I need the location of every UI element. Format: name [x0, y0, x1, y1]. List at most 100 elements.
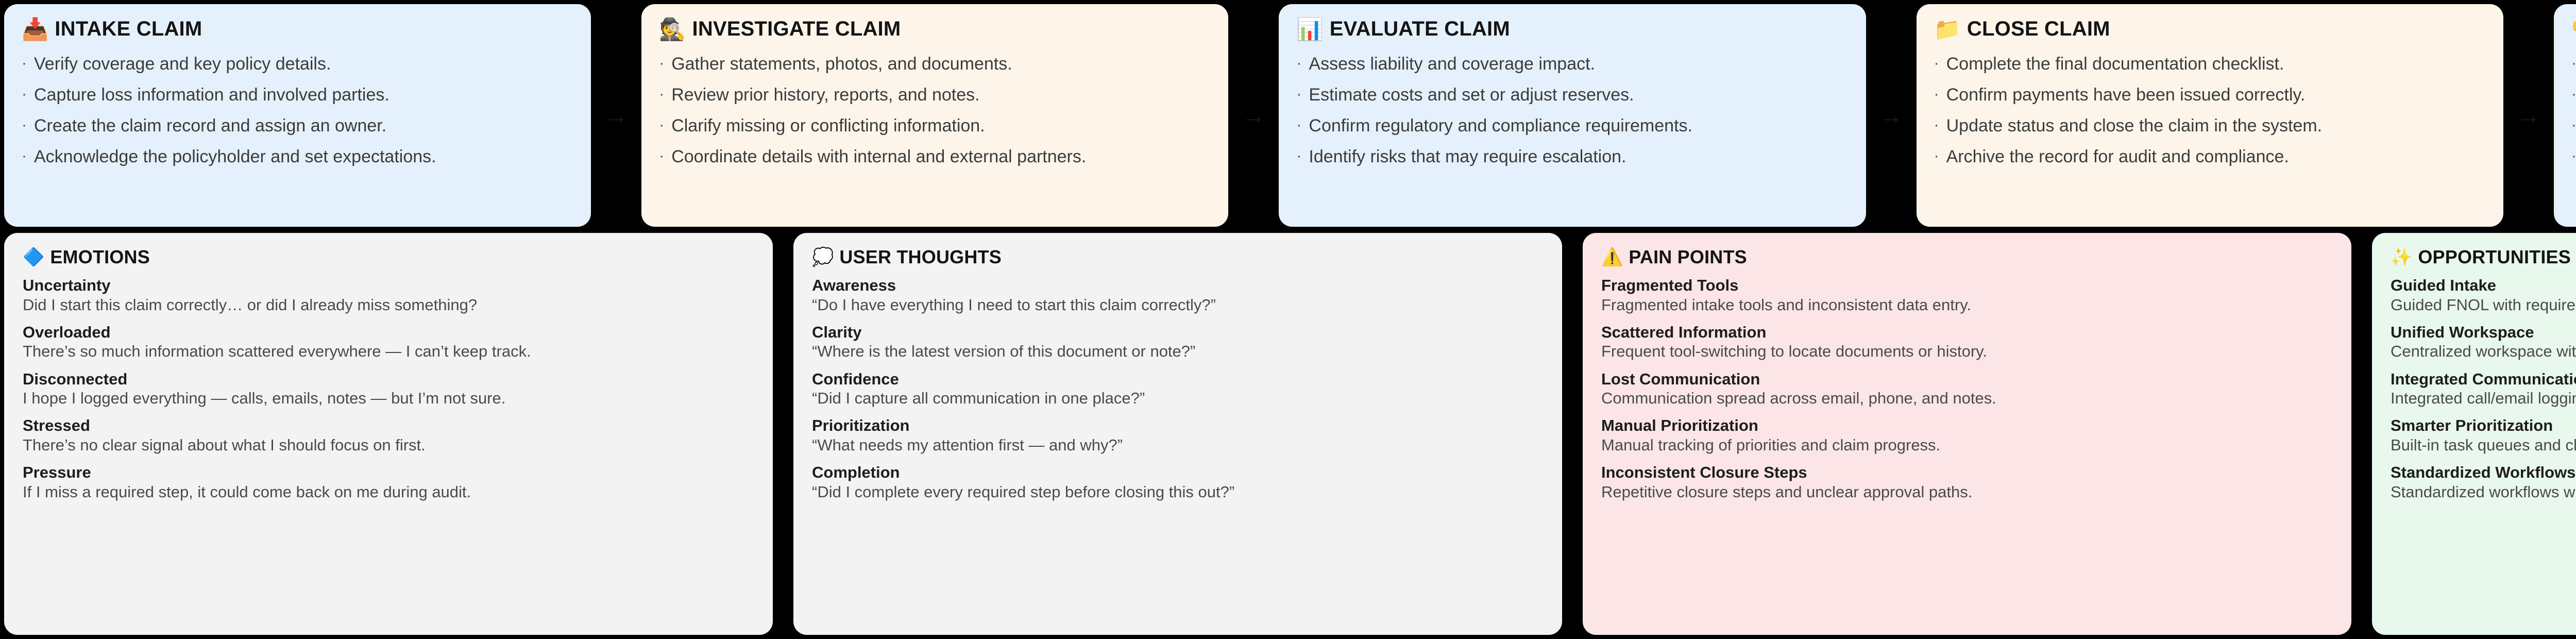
insight-item-label: Completion: [812, 463, 900, 482]
stage-task-item: · Review prior history, reports, and note…: [659, 85, 1211, 105]
sparkles-icon: ✨: [2391, 247, 2413, 267]
stage-card-resolve-claim[interactable]: 🤝RESOLVE CLAIM ·Determine appropriate set…: [2553, 4, 2576, 227]
stage-task-list: · Verify coverage and key policy details.…: [22, 54, 573, 166]
stage-task-item: ·Create the claim record and assign an o…: [22, 116, 573, 136]
bar-chart-icon: 📊: [1296, 16, 1324, 41]
stage-title: EVALUATE CLAIM: [1329, 18, 1510, 40]
insight-item: Confidence“Did I capture all communicati…: [812, 370, 1544, 408]
stage-task-text: Update status and close the claim in the…: [1946, 116, 2323, 136]
insight-item-description: Centralized workspace with documents and…: [2391, 342, 2576, 361]
stage-header: 📁 CLOSE CLAIM: [1934, 18, 2486, 41]
stage-task-text: Review prior history, reports, and notes…: [671, 85, 980, 105]
stage-task-item: ·Complete the final documentation checkl…: [1934, 54, 2486, 74]
stage-task-text: Estimate costs and set or adjust reserve…: [1309, 85, 1634, 105]
insight-panel-user-thoughts[interactable]: 💭USER THOUGHTS Awareness“Do I have everyt…: [793, 233, 1562, 635]
stage-task-list: ·Assess liability and coverage impact.·E…: [1296, 54, 1848, 166]
insight-item-label: Prioritization: [812, 416, 910, 435]
insight-item-description: Communication spread across email, phone…: [1601, 389, 1996, 408]
insight-item-description: Integrated call/email logging directly i…: [2391, 389, 2576, 408]
insight-item-description: “What needs my attention first — and why…: [812, 435, 1123, 454]
stage-row: 📥 INTAKE CLAIM · Verify coverage and key po…: [0, 0, 2576, 227]
stage-task-text: Coordinate details with internal and ext…: [671, 147, 1087, 167]
arrow-right-icon: →: [1879, 102, 1903, 129]
warning-icon: ⚠️: [1601, 247, 1623, 267]
stage-task-item: · Confirm payments have been issued corre…: [1934, 85, 2486, 105]
bullet-icon: ·: [22, 147, 27, 165]
stage-card-close-claim[interactable]: 📁CLOSE CLAIM·Complete the final document…: [1916, 4, 2503, 227]
stage-task-text: Gather statements, photos, and documents…: [671, 54, 1012, 74]
bullet-icon: ·: [1934, 86, 1939, 103]
file-folder-icon: 📁: [1934, 16, 1961, 41]
stage-task-text: Verify coverage and key policy details.: [34, 54, 331, 74]
bullet-icon: ·: [659, 147, 665, 165]
stage-card-intake-claim[interactable]: 📥 INTAKE CLAIM · Verify coverage and key po…: [4, 4, 591, 227]
stage-task-text: Complete the final documentation checkli…: [1946, 54, 2284, 74]
insight-item-description: Repetitive closure steps and unclear app…: [1601, 482, 1973, 501]
handshake-icon: 🤝: [2571, 18, 2576, 40]
stage-title: CLOSE CLAIM: [1967, 18, 2110, 40]
insight-item-label: Scattered Information: [1601, 323, 1767, 341]
insight-header: ⚠️ PAIN POINTS: [1601, 246, 2333, 268]
bullet-icon: ·: [2571, 55, 2576, 72]
insight-title: USER THOUGHTS: [839, 246, 1002, 267]
stage-card-evaluate-claim[interactable]: 📊EVALUATE CLAIM ·Assess liability and cov…: [1279, 4, 1866, 227]
bullet-icon: ·: [22, 86, 27, 103]
bullet-icon: ·: [659, 55, 665, 72]
stage-task-item: ·Archive the record for audit and compli…: [1934, 147, 2486, 166]
stage-title: INTAKE CLAIM: [55, 18, 202, 40]
insight-item-label: Integrated Communication: [2391, 369, 2576, 388]
insight-item-description: If I miss a required step, it could come…: [23, 482, 471, 501]
stage-header: 🤝RESOLVE CLAIM: [2571, 18, 2576, 41]
stage-task-list: ·Determine appropriate settlement option…: [2571, 54, 2576, 166]
detective-icon: 🕵️: [659, 16, 686, 41]
stage-task-text: Capture loss information and involved pa…: [34, 85, 389, 105]
insight-title: OPPORTUNITIES: [2418, 246, 2571, 267]
insight-item-label: Stressed: [23, 416, 90, 435]
insight-title: EMOTIONS: [50, 246, 150, 267]
insight-header: 🔷EMOTIONS: [23, 246, 754, 268]
stage-title: INVESTIGATE CLAIM: [692, 18, 901, 40]
insight-item: Clarity“Where is the latest version of t…: [812, 323, 1544, 361]
stage-task-text: Archive the record for audit and complia…: [1946, 147, 2289, 167]
insight-item: Awareness“Do I have everything I need to…: [812, 276, 1544, 314]
stage-task-item: ·Clarify missing or conflicting informat…: [659, 116, 1211, 136]
stage-task-item: ·Document final decisions and rationale.: [2571, 147, 2576, 166]
insight-item-description: “Did I complete every required step befo…: [812, 482, 1235, 501]
insight-item-description: Standardized workflows with predictable …: [2391, 482, 2576, 501]
insight-title: PAIN POINTS: [1629, 246, 1747, 267]
insight-item-label: Disconnected: [23, 369, 128, 388]
insight-item-description: “Do I have everything I need to start th…: [812, 295, 1216, 314]
bullet-icon: ·: [659, 116, 665, 134]
insight-item-label: Uncertainty: [23, 276, 111, 294]
insight-item-description: “Did I capture all communication in one …: [812, 389, 1145, 408]
thought-balloon-icon: 💭: [812, 247, 834, 267]
insight-item-label: Standardized Workflows: [2391, 463, 2576, 482]
insight-item-label: Unified Workspace: [2391, 323, 2534, 341]
bullet-icon: ·: [1296, 147, 1302, 165]
stage-task-item: ·Confirm regulatory and compliance requi…: [1296, 116, 1848, 136]
insight-item-label: Overloaded: [23, 323, 111, 341]
stage-task-text: Confirm payments have been issued correc…: [1946, 85, 2306, 105]
bullet-icon: ·: [1296, 86, 1302, 103]
insight-item-description: Frequent tool-switching to locate docume…: [1601, 342, 1987, 361]
bullet-icon: ·: [659, 86, 665, 103]
inbox-tray-icon: 📥: [22, 16, 49, 41]
stage-task-item: · Coordinate details with internal and ex…: [659, 147, 1211, 166]
bullet-icon: ·: [2571, 86, 2576, 103]
stage-card-investigate-claim[interactable]: 🕵️ INVESTIGATE CLAIM · Gather statements, p…: [641, 4, 1229, 227]
